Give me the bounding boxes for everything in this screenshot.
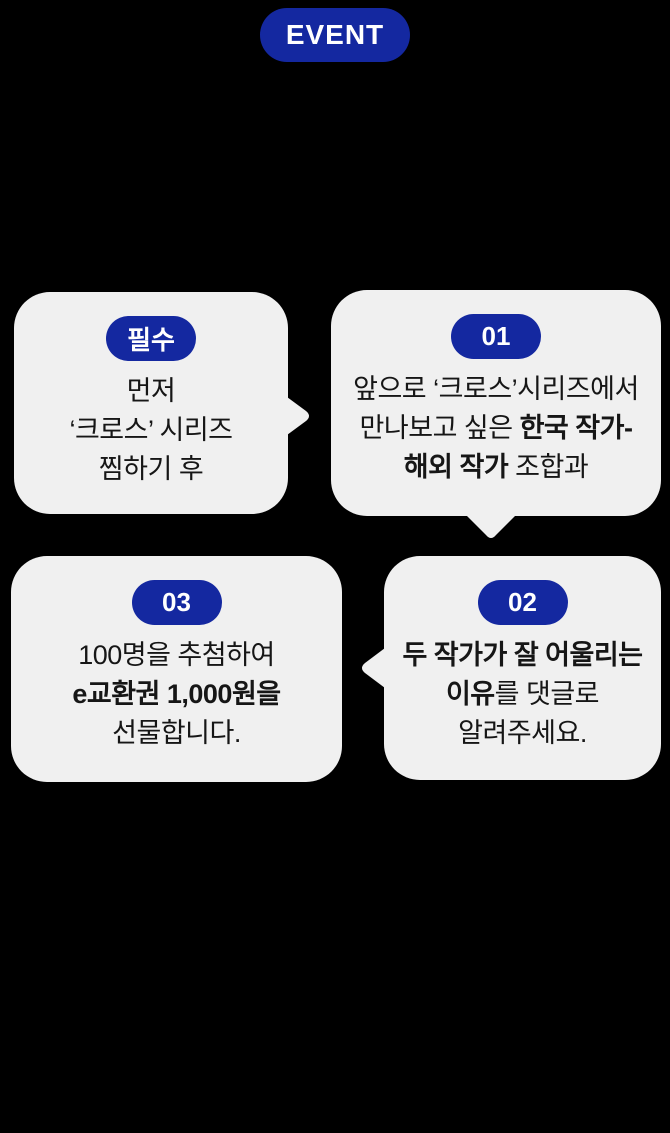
card-step-01: 01 앞으로 ‘크로스’시리즈에서 만나보고 싶은 한국 작가- 해외 작가 조… bbox=[331, 290, 661, 538]
step-03-badge-label: 03 bbox=[162, 587, 191, 617]
speech-tail-right-icon bbox=[287, 397, 309, 435]
card-text-line: 선물합니다. bbox=[112, 718, 241, 748]
card-required: 필수 먼저 ‘크로스’ 시리즈 찜하기 후 bbox=[14, 292, 309, 514]
card-required-text: 먼저 ‘크로스’ 시리즈 찜하기 후 bbox=[69, 372, 233, 489]
card-text-line: 앞으로 ‘크로스’시리즈에서 bbox=[353, 374, 639, 404]
step-02-badge: 02 bbox=[477, 580, 568, 625]
card-step-03-text: 100명을 추첨하여 e교환권 1,000원을 선물합니다. bbox=[72, 636, 281, 753]
card-text-line: 먼저 bbox=[126, 376, 176, 406]
event-badge-label: EVENT bbox=[285, 19, 385, 50]
speech-tail-down-icon bbox=[465, 514, 517, 538]
card-text-line: 알려주세요. bbox=[458, 718, 587, 748]
card-text-line: 이유를 댓글로 bbox=[445, 679, 600, 709]
card-step-02: 02 두 작가가 잘 어울리는 이유를 댓글로 알려주세요. bbox=[362, 556, 661, 780]
card-step-02-text: 두 작가가 잘 어울리는 이유를 댓글로 알려주세요. bbox=[402, 636, 643, 753]
step-01-badge: 01 bbox=[451, 314, 541, 359]
step-03-badge: 03 bbox=[131, 580, 222, 625]
card-step-01-text: 앞으로 ‘크로스’시리즈에서 만나보고 싶은 한국 작가- 해외 작가 조합과 bbox=[353, 370, 639, 487]
card-step-03: 03 100명을 추첨하여 e교환권 1,000원을 선물합니다. bbox=[11, 556, 342, 782]
event-badge: EVENT bbox=[260, 8, 410, 62]
card-text-line: 두 작가가 잘 어울리는 bbox=[402, 640, 643, 670]
card-text-line: ‘크로스’ 시리즈 bbox=[69, 415, 233, 445]
step-01-badge-label: 01 bbox=[481, 321, 511, 351]
card-text-line: 만나보고 싶은 한국 작가- bbox=[359, 413, 633, 443]
card-text-line: 찜하기 후 bbox=[98, 454, 204, 484]
required-badge: 필수 bbox=[106, 316, 196, 361]
card-text-line: 해외 작가 조합과 bbox=[403, 452, 589, 482]
required-badge-label: 필수 bbox=[127, 325, 175, 355]
card-text-line: e교환권 1,000원을 bbox=[72, 679, 281, 709]
speech-tail-left-icon bbox=[362, 648, 385, 688]
card-text-line: 100명을 추첨하여 bbox=[78, 640, 275, 670]
step-02-badge-label: 02 bbox=[508, 587, 537, 617]
